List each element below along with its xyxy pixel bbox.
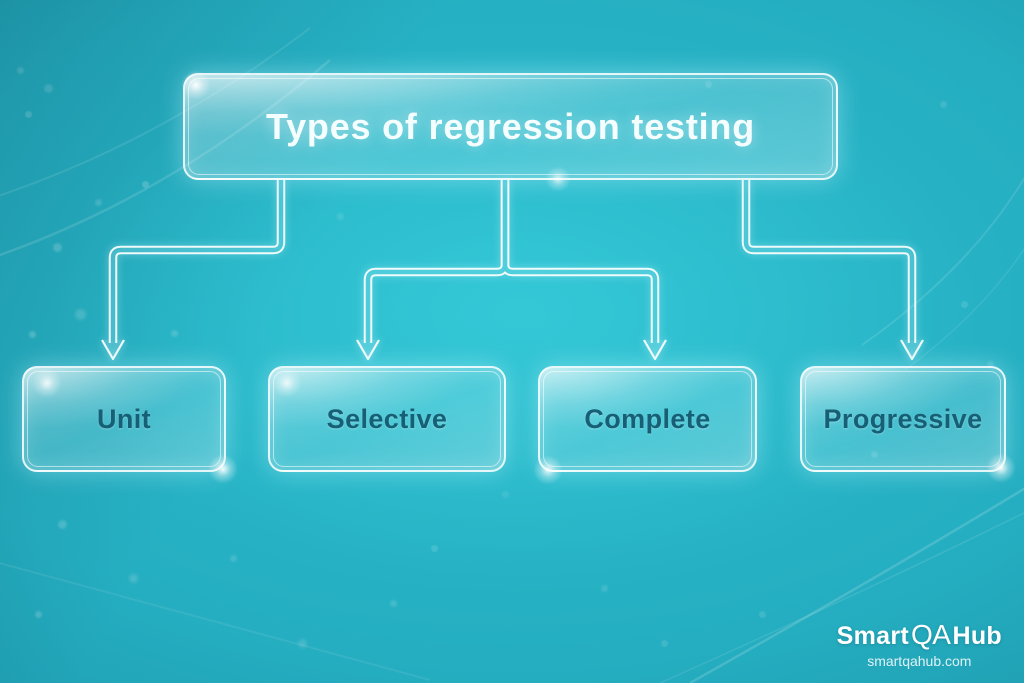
- node-selective: Selective: [268, 366, 506, 472]
- node-unit: Unit: [22, 366, 226, 472]
- connector-selective: [363, 180, 510, 343]
- arrowhead-complete: [643, 339, 667, 361]
- node-progressive-label: Progressive: [823, 403, 983, 434]
- title-label: Types of regression testing: [265, 105, 756, 147]
- title-node: Types of regression testing: [183, 73, 838, 180]
- brand-logo: SmartQAHub smartqahub.com: [837, 619, 1002, 669]
- connector-progressive: [741, 180, 917, 343]
- brand-website: smartqahub.com: [867, 653, 972, 669]
- node-progressive: Progressive: [800, 366, 1006, 472]
- arrowhead-selective: [356, 339, 380, 361]
- brand-qa-monogram: QA: [911, 619, 951, 650]
- brand-name-suffix: Hub: [952, 622, 1002, 650]
- bokeh-dots: [0, 0, 5, 5]
- brand-name: SmartQAHub: [837, 619, 1002, 651]
- connector-complete: [500, 180, 660, 343]
- arrowhead-progressive: [900, 339, 924, 361]
- connector-unit: [108, 180, 286, 343]
- node-complete-label: Complete: [584, 403, 711, 434]
- node-unit-label: Unit: [96, 403, 152, 434]
- node-selective-label: Selective: [326, 403, 448, 434]
- brand-name-prefix: Smart: [836, 622, 910, 650]
- arrowhead-unit: [101, 339, 125, 361]
- node-complete: Complete: [538, 366, 757, 472]
